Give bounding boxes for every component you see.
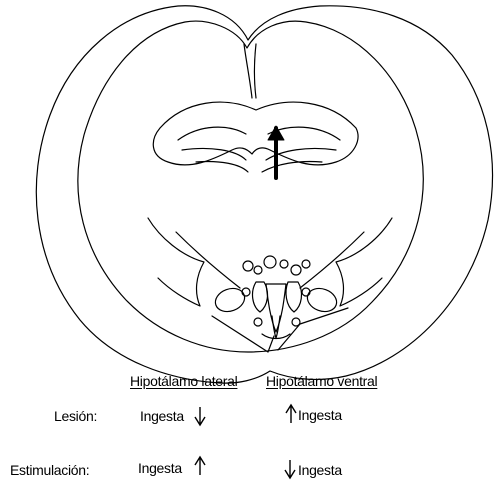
optic-tract-right — [300, 232, 364, 288]
optic-tract-left — [176, 232, 240, 288]
header-hipotalamo-ventral: Hipotálamo ventral — [266, 373, 377, 389]
lateral-ventricle — [178, 127, 340, 140]
arrow-up-icon — [194, 455, 206, 477]
estimulacion-ventral-text: Ingesta — [298, 462, 342, 478]
arrow-up-icon — [285, 403, 297, 425]
brain-outer-outline — [36, 6, 492, 383]
lesion-lateral-text: Ingesta — [140, 408, 184, 424]
row-label-estimulacion: Estimulación: — [10, 462, 89, 478]
hypothalamus-region-right — [336, 218, 392, 306]
arrow-down-icon — [284, 458, 296, 480]
arrow-down-icon — [194, 405, 206, 427]
estimulacion-lateral-text: Ingesta — [138, 460, 182, 476]
hypothalamus-region-left — [148, 218, 204, 306]
row-label-lesion: Lesión: — [54, 408, 97, 424]
cortex-inner-boundary — [78, 21, 423, 352]
lesion-ventral-text: Ingesta — [298, 407, 342, 423]
hippocampal-fold-left — [182, 148, 248, 172]
corpus-callosum — [153, 102, 358, 165]
hypothalamic-nuclei — [242, 256, 310, 339]
leader-line-lateral — [212, 316, 274, 352]
header-hipotalamo-lateral: Hipotálamo lateral — [130, 373, 237, 389]
midline-fissure — [244, 44, 256, 98]
